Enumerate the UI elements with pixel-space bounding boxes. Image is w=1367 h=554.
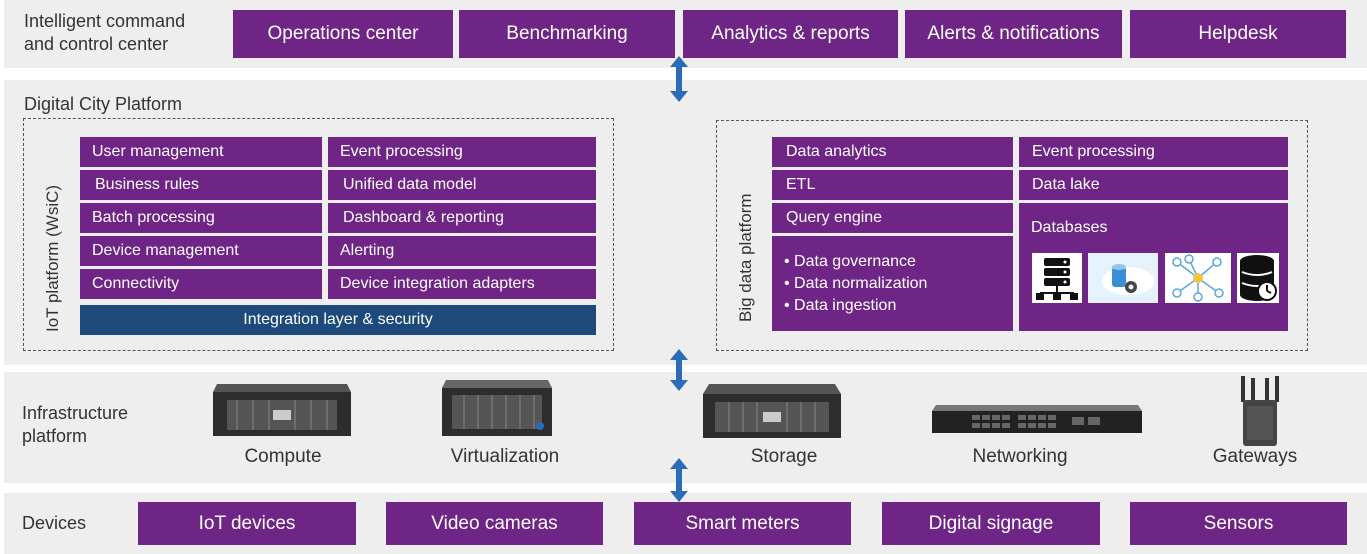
command-center-title: Intelligent command and control center	[24, 10, 185, 56]
bigdata-left-item: Data analytics	[772, 137, 1013, 167]
alerts-notifications-button[interactable]: Alerts & notifications	[905, 10, 1122, 58]
cloud-database-icon	[1088, 253, 1158, 303]
iot-right-item: Dashboard & reporting	[328, 203, 596, 233]
compute-server-icon	[213, 384, 351, 436]
iot-left-item: Connectivity	[80, 269, 322, 299]
bigdata-bullet-item: • Data normalization	[784, 275, 928, 292]
helpdesk-button[interactable]: Helpdesk	[1130, 10, 1346, 58]
operations-center-button[interactable]: Operations center	[233, 10, 453, 58]
iot-devices-button[interactable]: IoT devices	[138, 502, 356, 545]
infra-item-label: Networking	[972, 446, 1068, 467]
bigdata-left-item: ETL	[772, 170, 1013, 200]
digital-signage-button[interactable]: Digital signage	[882, 502, 1100, 545]
infrastructure-title-line2: platform	[22, 426, 88, 446]
gateway-device-icon	[1241, 376, 1279, 446]
smart-meters-button[interactable]: Smart meters	[634, 502, 851, 545]
benchmarking-button[interactable]: Benchmarking	[459, 10, 675, 58]
analytics-reports-button[interactable]: Analytics & reports	[683, 10, 898, 58]
command-center-title-line2: and control center	[24, 34, 169, 54]
big-data-platform-label: Big data platform	[736, 193, 755, 322]
iot-left-item: User management	[80, 137, 322, 167]
infra-item-label: Virtualization	[450, 446, 560, 467]
iot-right-item: Unified data model	[328, 170, 596, 200]
bigdata-right-item: Data lake	[1019, 170, 1288, 200]
storage-server-icon	[703, 384, 841, 438]
infrastructure-title-line1: Infrastructure	[22, 403, 129, 423]
databases-label: Databases	[1031, 219, 1108, 236]
devices-title: Devices	[22, 513, 87, 533]
database-clock-icon	[1237, 253, 1279, 303]
graph-network-icon	[1165, 253, 1231, 303]
iot-right-item: Alerting	[328, 236, 596, 266]
iot-left-item: Device management	[80, 236, 322, 266]
iot-left-item: Business rules	[80, 170, 322, 200]
iot-right-item: Device integration adapters	[328, 269, 596, 299]
double-arrow-icon	[670, 349, 688, 391]
iot-platform-label: IoT platform (WsiC)	[43, 184, 62, 332]
infra-item-label: Gateways	[1212, 446, 1298, 467]
platform-title: Digital City Platform	[24, 94, 183, 114]
big-data-platform-box	[716, 120, 1308, 351]
infrastructure-title: Infrastructure platform	[22, 402, 128, 448]
double-arrow-icon	[670, 56, 688, 102]
iot-left-item: Batch processing	[80, 203, 322, 233]
virtualization-server-icon	[442, 380, 552, 436]
command-center-title-line1: Intelligent command	[24, 11, 186, 31]
network-switch-icon	[932, 405, 1142, 433]
infra-item-label: Compute	[244, 446, 322, 467]
bigdata-bullet-list: • Data governance • Data normalization •…	[784, 251, 927, 317]
iot-platform-box	[23, 118, 614, 351]
sensors-button[interactable]: Sensors	[1130, 502, 1347, 545]
bigdata-bullet-item: • Data governance	[784, 253, 916, 270]
integration-layer-bar: Integration layer & security	[80, 305, 596, 335]
bigdata-left-item: Query engine	[772, 203, 1013, 233]
iot-right-item: Event processing	[328, 137, 596, 167]
database-server-icon	[1032, 253, 1082, 303]
video-cameras-button[interactable]: Video cameras	[386, 502, 603, 545]
bigdata-right-item: Event processing	[1019, 137, 1288, 167]
double-arrow-icon	[670, 458, 688, 502]
infra-item-label: Storage	[750, 446, 818, 467]
bigdata-bullets-box	[772, 236, 1013, 331]
bigdata-bullet-item: • Data ingestion	[784, 297, 897, 314]
